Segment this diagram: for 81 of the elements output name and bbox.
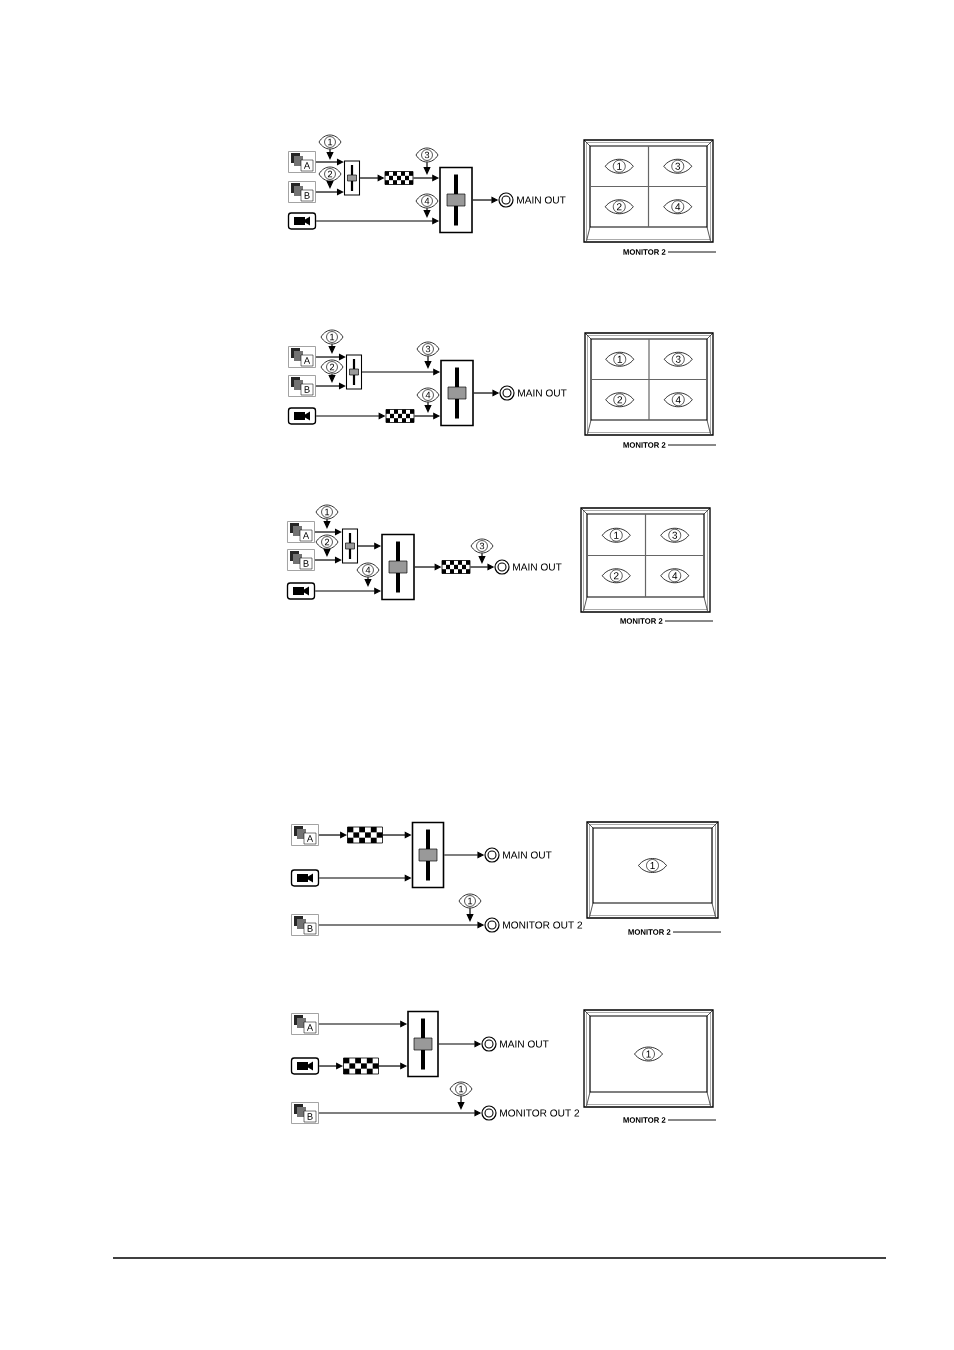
fader [439,166,473,234]
monitor [580,507,711,613]
monitor [583,1009,714,1108]
arrow [315,382,346,390]
camera-icon [286,582,316,600]
arrow [315,158,344,166]
eye-callout: 1 [315,504,339,520]
fader [343,160,361,196]
monitor [583,139,714,243]
arrow [314,556,342,564]
source-tile: B [288,375,316,397]
source-tile: A [288,151,316,173]
pointer-arrow [423,161,431,175]
output-jack [499,385,515,401]
output-jack [481,1036,497,1052]
eye-callout: 2 [320,359,344,375]
fader [341,528,359,564]
output-jack [484,917,500,933]
source-tile: A [291,1013,319,1035]
camera-icon [290,869,320,887]
eye-callout: 3 [416,341,440,357]
pointer-arrow [328,373,336,383]
pointer-arrow [424,355,432,369]
pointer-arrow [326,148,334,160]
source-tile: B [291,1102,319,1124]
pointer-arrow [478,552,486,564]
jack-label: MAIN OUT [518,389,567,397]
eye-callout: 4 [356,562,380,578]
jack-label: MAIN OUT [513,563,562,571]
camera-icon [287,212,317,230]
output-jack [494,559,510,575]
pointer-arrow [364,576,372,587]
pointer-arrow [328,343,336,354]
fader [345,354,363,390]
source-tile: B [288,181,316,203]
eye-callout: 1 [449,1081,473,1097]
eye-callout: 2 [315,534,339,550]
eye-callout: 3 [415,147,439,163]
arrow [315,188,344,196]
jack-label: MONITOR OUT 2 [500,1109,580,1117]
eye-callout: 1 [320,329,344,345]
pointer-arrow [424,401,432,413]
jack-label: MAIN OUT [503,851,552,859]
arrow [314,528,342,536]
pointer-arrow [457,1095,465,1110]
pointer-arrow [423,207,431,218]
fader [381,533,415,601]
eye-callout: 3 [470,538,494,554]
eye-callout: 4 [415,193,439,209]
output-jack [481,1105,497,1121]
checkerboard-box [343,1057,379,1075]
camera-icon [290,1057,320,1075]
eye-callout: 2 [318,166,342,182]
output-jack [498,192,514,208]
source-tile: B [291,914,319,936]
jack-label: MAIN OUT [500,1040,549,1048]
source-tile: A [291,824,319,846]
output-jack [484,847,500,863]
monitor [584,332,714,436]
eye-callout: 4 [416,387,440,403]
checkerboard-box [347,826,383,844]
checkerboard-box [385,409,415,423]
jack-label: MONITOR OUT 2 [503,921,583,929]
source-tile: B [287,549,315,571]
monitor [586,821,719,919]
arrow [315,353,346,361]
source-tile: A [287,521,315,543]
eye-callout: 1 [458,893,482,909]
fader [411,821,445,889]
pointer-arrow [466,907,474,922]
checkerboard-box [441,560,471,574]
checkerboard-box [384,171,414,185]
jack-label: MAIN OUT [517,196,566,204]
pointer-arrow [323,518,331,529]
pointer-arrow [326,180,334,189]
source-tile: A [288,346,316,368]
fader [440,359,474,427]
camera-icon [287,407,317,425]
eye-callout: 1 [318,134,342,150]
pointer-arrow [323,548,331,557]
fader [407,1010,439,1078]
